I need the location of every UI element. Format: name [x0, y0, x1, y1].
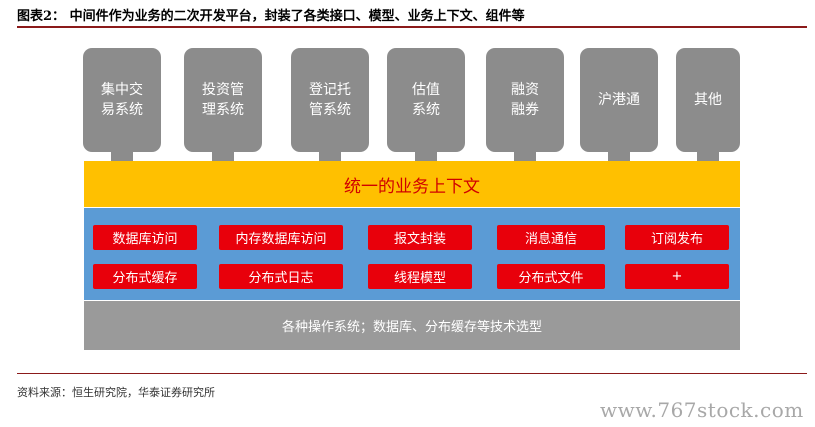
component-inmemory-db: 内存数据库访问: [219, 225, 343, 250]
module-investment-mgmt: 投资管 理系统: [184, 48, 262, 152]
component-distributed-cache: 分布式缓存: [93, 264, 197, 289]
module-registry-custody: 登记托 管系统: [291, 48, 369, 152]
module-margin-trading: 融资 融券: [486, 48, 564, 152]
component-message-packing: 报文封装: [368, 225, 472, 250]
component-db-access: 数据库访问: [93, 225, 197, 250]
component-distributed-file: 分布式文件: [497, 264, 605, 289]
watermark: www.767stock.com: [600, 398, 804, 422]
component-thread-model: 线程模型: [368, 264, 472, 289]
source-note: 资料来源：恒生研究院，华泰证券研究所: [17, 386, 215, 399]
business-context-bar: 统一的业务上下文: [84, 161, 740, 207]
module-other: 其他: [676, 48, 740, 152]
module-hk-connect: 沪港通: [580, 48, 658, 152]
module-valuation: 估值 系统: [387, 48, 465, 152]
component-messaging: 消息通信: [497, 225, 605, 250]
base-technology-layer: 各种操作系统；数据库、分布缓存等技术选型: [84, 301, 740, 350]
module-trading-system: 集中交 易系统: [83, 48, 161, 152]
component-pub-sub: 订阅发布: [625, 225, 729, 250]
middleware-panel: 数据库访问 内存数据库访问 报文封装 消息通信 订阅发布 分布式缓存 分布式日志…: [84, 208, 740, 300]
source-divider: [17, 373, 807, 374]
component-more: +: [625, 264, 729, 289]
figure-title: 图表2： 中间件作为业务的二次开发平台，封装了各类接口、模型、业务上下文、组件等: [17, 9, 525, 24]
title-divider: [17, 26, 807, 28]
component-distributed-log: 分布式日志: [219, 264, 343, 289]
